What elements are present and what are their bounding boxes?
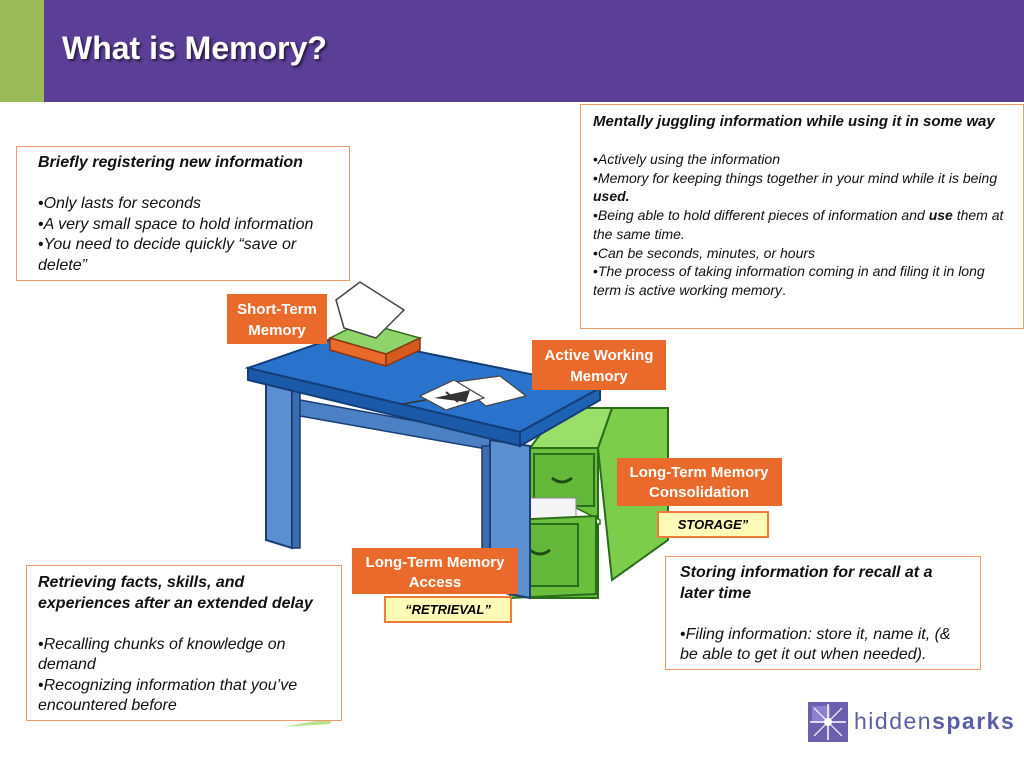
storage-tag: STORAGE” bbox=[657, 511, 769, 538]
list-item: Recognizing information that you’ve enco… bbox=[38, 676, 333, 717]
list-item: Only lasts for seconds bbox=[38, 194, 339, 215]
list-item: You need to decide quickly “save or dele… bbox=[38, 235, 339, 276]
list-item: Being able to hold different pieces of i… bbox=[593, 206, 1015, 243]
label-long-term-access: Long-Term Memory Access bbox=[352, 548, 518, 594]
label-short-term-memory: Short-Term Memory bbox=[227, 294, 327, 344]
hiddensparks-logo: hiddensparks bbox=[806, 700, 1014, 744]
label-consolidation-line1: Long-Term Memory bbox=[630, 464, 770, 481]
label-consolidation-line2: Consolidation bbox=[649, 484, 749, 501]
list-item: Recalling chunks of knowledge on demand bbox=[38, 635, 333, 676]
label-short-term-line2: Memory bbox=[248, 322, 306, 339]
active-working-bullets: Actively using the information Memory fo… bbox=[593, 150, 1015, 300]
page-title: What is Memory? bbox=[62, 30, 327, 66]
short-term-memory-box: Briefly registering new information Only… bbox=[16, 146, 350, 281]
active-working-memory-box: Mentally juggling information while usin… bbox=[580, 104, 1024, 329]
active-working-heading: Mentally juggling information while usin… bbox=[593, 113, 995, 130]
papers-on-desk bbox=[401, 375, 528, 411]
list-item: Can be seconds, minutes, or hours bbox=[593, 244, 1015, 263]
inbox-tray bbox=[327, 281, 423, 368]
list-item: Memory for keeping things together in yo… bbox=[593, 169, 1015, 206]
storage-box: Storing information for recall at a late… bbox=[665, 556, 981, 670]
retrieval-tag: “RETRIEVAL” bbox=[384, 596, 512, 623]
retrieval-box: Retrieving facts, skills, and experience… bbox=[26, 565, 342, 721]
label-active-working-line1: Active Working bbox=[545, 347, 654, 364]
logo-wordmark: hiddensparks bbox=[854, 708, 1016, 734]
label-short-term-line1: Short-Term bbox=[237, 301, 317, 318]
short-term-heading: Briefly registering new information bbox=[38, 154, 303, 171]
label-long-term-consolidation: Long-Term Memory Consolidation bbox=[617, 458, 782, 506]
short-term-bullets: Only lasts for seconds A very small spac… bbox=[38, 194, 339, 276]
list-item: The process of taking information coming… bbox=[593, 262, 1015, 299]
label-access-line1: Long-Term Memory bbox=[366, 554, 506, 571]
list-item: Actively using the information bbox=[593, 150, 1015, 169]
retrieval-bullets: Recalling chunks of knowledge on demand … bbox=[38, 635, 333, 717]
label-active-working-memory: Active Working Memory bbox=[532, 340, 666, 390]
retrieval-heading: Retrieving facts, skills, and experience… bbox=[38, 574, 313, 612]
sparks-logo-icon bbox=[808, 702, 848, 742]
storage-bullets: Filing information: store it, name it, (… bbox=[680, 625, 970, 666]
header-accent-strip bbox=[0, 0, 44, 102]
storage-heading: Storing information for recall at a late… bbox=[680, 564, 933, 602]
list-item: A very small space to hold information bbox=[38, 215, 339, 236]
label-access-line2: Access bbox=[409, 574, 462, 591]
list-item: Filing information: store it, name it, (… bbox=[680, 625, 970, 666]
label-active-working-line2: Memory bbox=[570, 368, 628, 385]
header-bar: What is Memory? bbox=[0, 0, 1024, 102]
desk-top bbox=[244, 334, 603, 448]
